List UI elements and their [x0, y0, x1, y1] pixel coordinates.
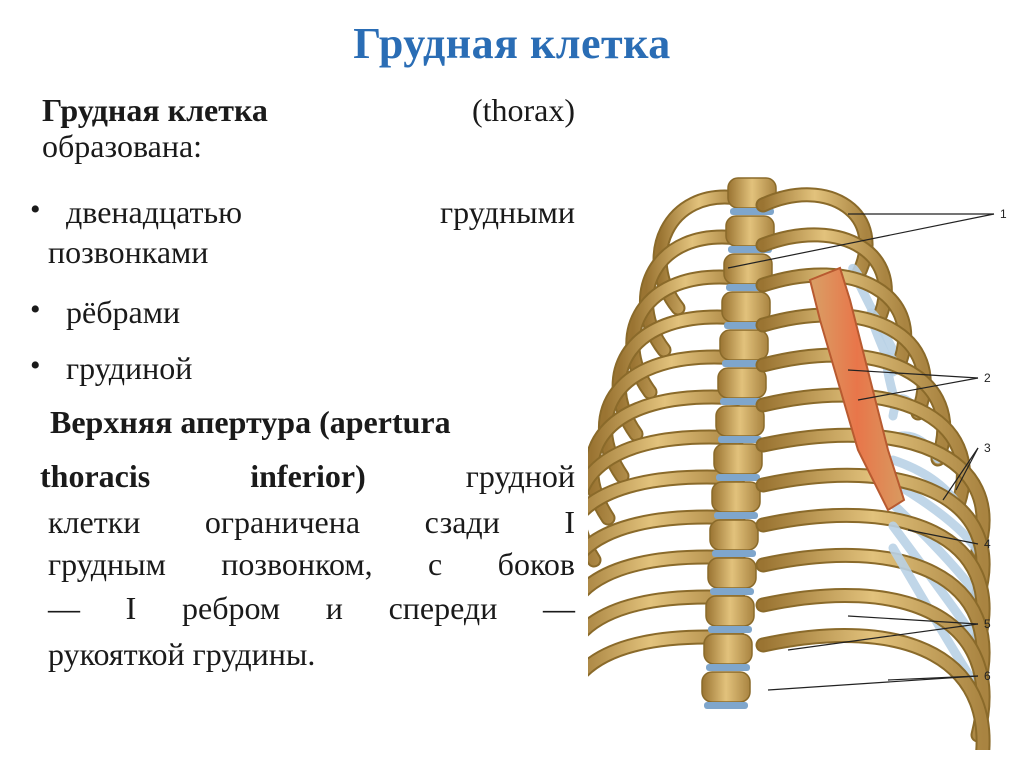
aperture-word: грудным [48, 546, 166, 582]
callout-line [727, 213, 995, 269]
intervertebral-disc [706, 664, 750, 671]
vertebral-column [701, 177, 777, 709]
bullet-1-right: грудными [440, 194, 575, 230]
aperture-line-4: грудным позвонком, с боков [48, 546, 575, 582]
vertebra [719, 329, 769, 361]
aperture-latin-a: thoracis [40, 458, 151, 494]
rib [757, 469, 989, 603]
aperture-latin-b: inferior) [250, 458, 366, 494]
aperture-word: — [48, 590, 80, 626]
vertebra [709, 519, 759, 551]
callout-label: 2 [984, 371, 991, 385]
intervertebral-disc [718, 436, 762, 443]
bullet-dot-icon: • [30, 193, 41, 226]
costal-cartilage [888, 521, 983, 648]
bullet-3: грудиной [66, 350, 193, 386]
aperture-heading: Верхняя апертура (apertura [50, 404, 451, 440]
aperture-line-6: рукояткой грудины. [48, 636, 316, 672]
rib-group-front [755, 187, 991, 767]
aperture-word: с [428, 546, 443, 582]
rib-cage-illustration: 1 2 3 4 5 6 [556, 177, 1007, 767]
intervertebral-disc [722, 360, 766, 367]
rib-cage-figure: 1 2 3 4 5 6 [556, 150, 1024, 767]
aperture-word: позвонком, [221, 546, 373, 582]
bullet-dot-icon: • [30, 349, 41, 382]
intervertebral-disc [716, 474, 760, 481]
intervertebral-disc [720, 398, 764, 405]
aperture-word: спереди [388, 590, 498, 626]
aperture-word: клетки [48, 504, 141, 540]
intervertebral-disc [704, 702, 748, 709]
callout-line [847, 369, 979, 379]
intro-line: Грудная клетка (thorax) [42, 92, 575, 128]
bullet-dot-icon: • [30, 293, 41, 326]
bullet-1-line2: позвонками [48, 234, 209, 270]
aperture-word: сзади [424, 504, 500, 540]
callout-label: 6 [984, 669, 991, 683]
aperture-word: боков [497, 546, 575, 582]
aperture-word: ограничена [204, 504, 361, 540]
callout-line [767, 675, 979, 691]
aperture-line-2: thoracis inferior) грудной [40, 458, 575, 494]
intro-rest: образована: [42, 128, 203, 164]
intervertebral-disc [708, 626, 752, 633]
aperture-word: I [125, 590, 137, 626]
sternum [808, 266, 906, 512]
bullet-1-left: двенадцатью [66, 194, 242, 230]
intervertebral-disc [714, 512, 758, 519]
callout-label: 3 [984, 441, 991, 455]
bullet-1-line: двенадцатью грудными [66, 194, 575, 230]
vertebra [713, 443, 763, 475]
callout-line [955, 447, 979, 491]
callout-group: 1 2 3 4 5 6 [727, 207, 1007, 691]
sternum-body [808, 266, 906, 512]
vertebra [707, 557, 757, 589]
vertebra [711, 481, 761, 513]
intro-term: Грудная клетка [42, 92, 268, 128]
aperture-line-3: клетки ограничена сзади I [48, 504, 575, 540]
slide-title: Грудная клетка [353, 19, 671, 68]
aperture-line-5: — I ребром и спереди — [48, 590, 575, 626]
callout-label: 5 [984, 617, 991, 631]
callout-line [787, 623, 979, 651]
rib [757, 429, 989, 557]
intervertebral-disc [710, 588, 754, 595]
callout-line [942, 447, 979, 501]
aperture-word: I [564, 504, 575, 540]
rib [757, 549, 989, 695]
rib [757, 509, 989, 649]
vertebra [715, 405, 765, 437]
callout-label: 1 [1000, 207, 1007, 221]
bullet-2: рёбрами [66, 294, 181, 330]
callout-line [857, 377, 979, 401]
intro-latin: (thorax) [471, 92, 575, 128]
aperture-word: и [325, 590, 343, 626]
rib [757, 589, 989, 741]
rib [757, 630, 989, 767]
callout-label: 4 [984, 537, 991, 551]
callout-line [907, 529, 979, 545]
callout-line [847, 615, 979, 625]
aperture-word: — [542, 590, 575, 626]
intervertebral-disc [712, 550, 756, 557]
vertebra [705, 595, 755, 627]
aperture-word: ребром [182, 590, 281, 626]
vertebra [717, 367, 767, 399]
aperture-word: грудной [465, 458, 575, 494]
vertebra [703, 633, 753, 665]
vertebra [701, 671, 751, 703]
